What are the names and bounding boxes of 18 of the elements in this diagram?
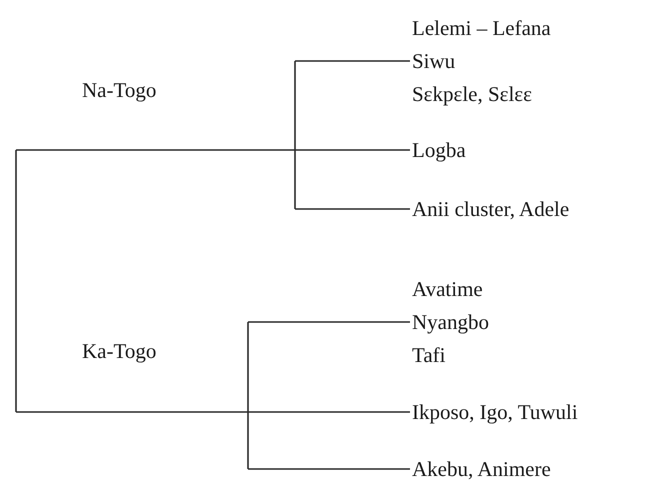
language-name: Avatime bbox=[412, 276, 484, 302]
language-name: Sɛkpɛle, Sɛlɛɛ bbox=[412, 80, 533, 108]
tree-branch-line bbox=[295, 60, 410, 62]
tree-branch-line bbox=[295, 208, 410, 210]
language-name: Tafi bbox=[412, 342, 447, 368]
language-name: Nyangbo bbox=[412, 308, 489, 336]
tree-branch-line bbox=[16, 149, 410, 151]
language-name: Akebu, Animere bbox=[412, 456, 551, 482]
tree-branch-line bbox=[248, 468, 410, 470]
language-name: Lelemi – Lefana bbox=[412, 14, 551, 42]
tree-branch-line bbox=[16, 411, 410, 413]
clade-label: Ka-Togo bbox=[82, 338, 156, 364]
language-name: Logba bbox=[412, 136, 466, 164]
language-name: Ikposo, Igo, Tuwuli bbox=[412, 398, 578, 426]
language-name: Siwu bbox=[412, 48, 456, 74]
language-name: Anii cluster, Adele bbox=[412, 196, 570, 222]
clade-label: Na-Togo bbox=[82, 76, 156, 104]
tree-branch-line bbox=[248, 321, 410, 323]
